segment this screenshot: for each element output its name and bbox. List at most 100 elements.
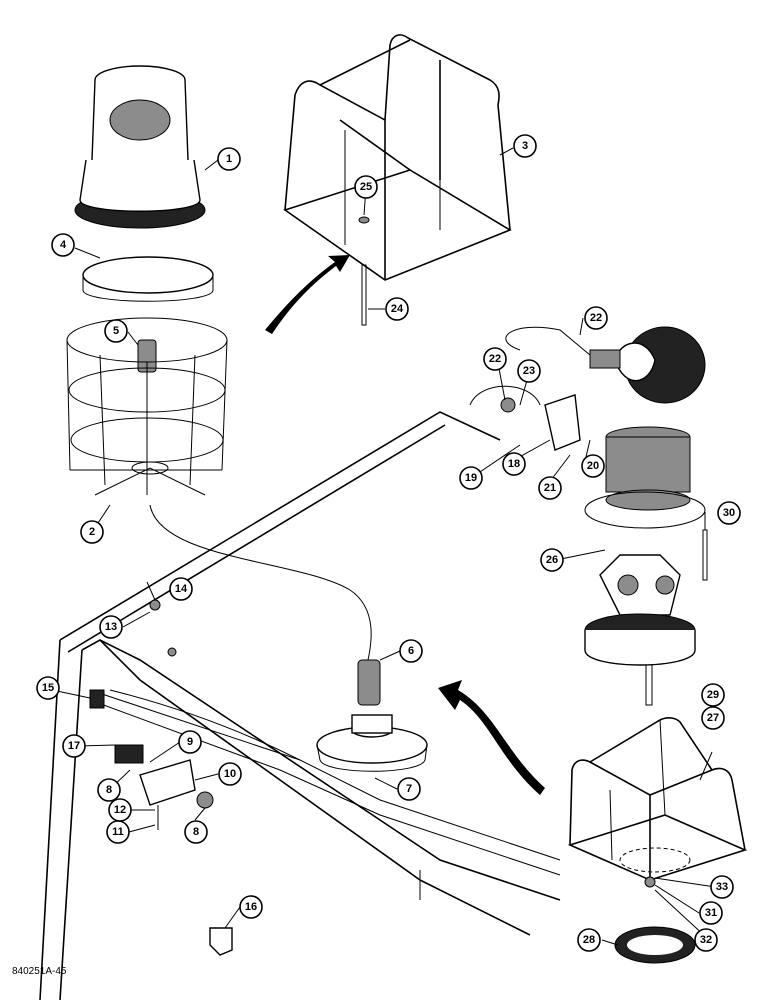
- svg-text:2: 2: [89, 526, 95, 538]
- rotating-beacon-lens: [584, 426, 706, 529]
- callout-23: 23: [517, 359, 541, 383]
- callout-10: 10: [218, 762, 242, 786]
- bolt: [361, 264, 367, 326]
- svg-text:15: 15: [42, 682, 54, 694]
- callout-22: 22: [584, 306, 608, 330]
- callout-19: 19: [459, 466, 483, 490]
- svg-text:9: 9: [187, 736, 193, 748]
- svg-text:10: 10: [224, 768, 236, 780]
- callout-5: 5: [104, 319, 128, 343]
- rotating-beacon-base: [584, 554, 696, 666]
- guard-frame-upper: [283, 34, 512, 281]
- svg-text:14: 14: [175, 583, 188, 595]
- callout-33: 33: [710, 875, 734, 899]
- callout-9: 9: [178, 730, 202, 754]
- direction-arrow-2: [438, 680, 545, 795]
- svg-text:26: 26: [546, 554, 558, 566]
- callout-8: 8: [97, 778, 121, 802]
- svg-text:8: 8: [193, 826, 199, 838]
- svg-text:17: 17: [68, 740, 80, 752]
- callout-32: 32: [694, 928, 718, 952]
- callout-26: 26: [540, 548, 564, 572]
- nut: [358, 216, 370, 224]
- svg-text:8: 8: [106, 784, 112, 796]
- wire-guard-cage: [66, 317, 228, 496]
- svg-text:13: 13: [105, 621, 117, 633]
- svg-text:25: 25: [360, 181, 372, 193]
- switch-bracket: [114, 744, 214, 830]
- callout-20: 20: [581, 454, 605, 478]
- svg-text:6: 6: [408, 645, 414, 657]
- lamp-wire-loop: [469, 385, 541, 406]
- wire-harness-2: [109, 689, 301, 761]
- center-stud: [645, 664, 653, 706]
- callout-8b: 8: [184, 820, 208, 844]
- callout-31: 31: [699, 901, 723, 925]
- svg-text:1: 1: [226, 153, 232, 165]
- svg-text:29: 29: [707, 689, 719, 701]
- svg-text:21: 21: [544, 482, 556, 494]
- callout-6: 6: [399, 639, 423, 663]
- svg-text:32: 32: [700, 934, 712, 946]
- callout-18: 18: [502, 452, 526, 476]
- washer: [500, 397, 516, 413]
- callout-11: 11: [106, 820, 130, 844]
- svg-text:18: 18: [508, 458, 520, 470]
- rotating-beacon: [74, 65, 206, 229]
- magnetic-mount: [316, 659, 428, 772]
- callout-29: 29: [701, 683, 725, 707]
- svg-text:12: 12: [114, 804, 126, 816]
- mounting-bolt: [702, 529, 708, 581]
- svg-text:33: 33: [716, 881, 728, 893]
- svg-text:20: 20: [587, 460, 599, 472]
- gasket-ring: [614, 926, 696, 964]
- svg-text:24: 24: [391, 303, 404, 315]
- grommet: [149, 599, 161, 611]
- svg-text:19: 19: [465, 472, 477, 484]
- callout-4: 4: [51, 233, 75, 257]
- mounting-bracket: [544, 394, 581, 451]
- washer-small: [644, 876, 656, 888]
- direction-arrow: [265, 255, 350, 334]
- guard-frame-lower: [567, 717, 748, 881]
- svg-text:5: 5: [113, 325, 119, 337]
- callout-3: 3: [513, 134, 537, 158]
- callout-13: 13: [99, 615, 123, 639]
- callout-24: 24: [385, 297, 409, 321]
- svg-text:31: 31: [705, 907, 717, 919]
- wire-harness: [149, 504, 372, 661]
- cab-roof: [39, 411, 561, 1000]
- callout-2: 2: [80, 520, 104, 544]
- callout-7: 7: [397, 777, 421, 801]
- grommet-2: [167, 647, 177, 657]
- svg-text:4: 4: [60, 239, 67, 251]
- svg-text:22: 22: [590, 312, 602, 324]
- base-plate: [82, 256, 214, 302]
- callout-27: 27: [701, 706, 725, 730]
- flood-lamp: [505, 326, 706, 404]
- callout-28: 28: [577, 928, 601, 952]
- callout-30: 30: [717, 501, 741, 525]
- callout-12: 12: [108, 798, 132, 822]
- callout-25: 25: [354, 175, 378, 199]
- svg-text:30: 30: [723, 507, 735, 519]
- svg-text:28: 28: [583, 934, 595, 946]
- callout-14: 14: [169, 577, 193, 601]
- retaining-clip: [209, 927, 233, 956]
- fuse-holder: [89, 689, 105, 709]
- callout-17: 17: [62, 734, 86, 758]
- svg-text:27: 27: [707, 712, 719, 724]
- svg-text:22: 22: [489, 353, 501, 365]
- svg-text:3: 3: [522, 140, 528, 152]
- callout-22b: 22: [483, 347, 507, 371]
- callout-1: 1: [217, 147, 241, 171]
- svg-text:11: 11: [112, 826, 124, 838]
- document-id: 840251A-45: [12, 966, 67, 977]
- callout-15: 15: [36, 676, 60, 700]
- svg-text:7: 7: [406, 783, 412, 795]
- svg-text:23: 23: [523, 365, 535, 377]
- callout-21: 21: [538, 476, 562, 500]
- callout-16: 16: [239, 895, 263, 919]
- svg-text:16: 16: [245, 901, 257, 913]
